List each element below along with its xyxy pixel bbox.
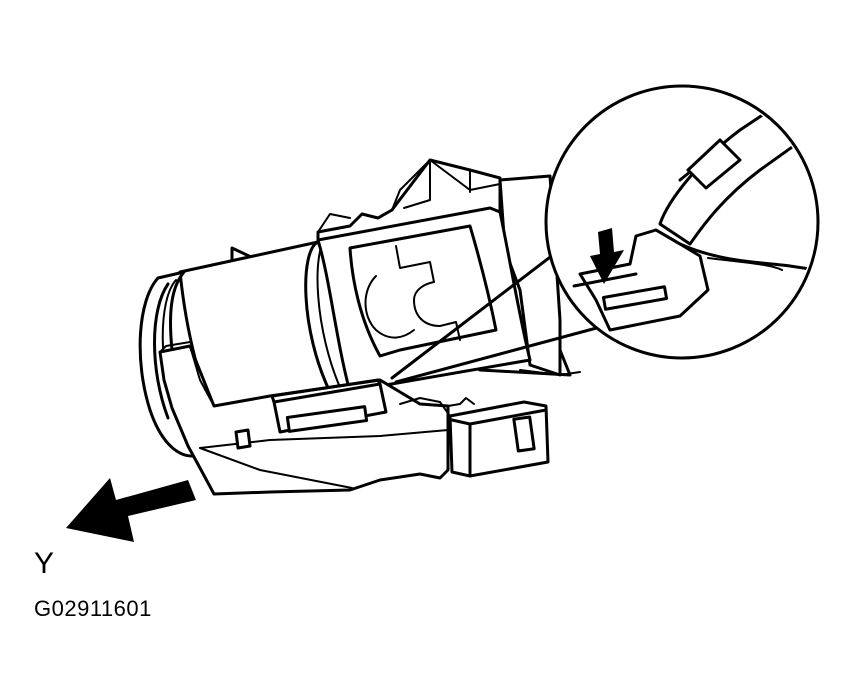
- connector-block: [399, 397, 550, 478]
- callout-leaders: [390, 246, 606, 384]
- arrow-left-down-icon: [66, 478, 196, 542]
- detail-magnifier: [544, 84, 820, 360]
- arrow-down-icon: [590, 228, 624, 284]
- direction-label: Y: [34, 547, 55, 580]
- release-tab: [270, 378, 388, 434]
- middle-housing: [316, 206, 532, 394]
- figure-code: G02911601: [34, 596, 152, 621]
